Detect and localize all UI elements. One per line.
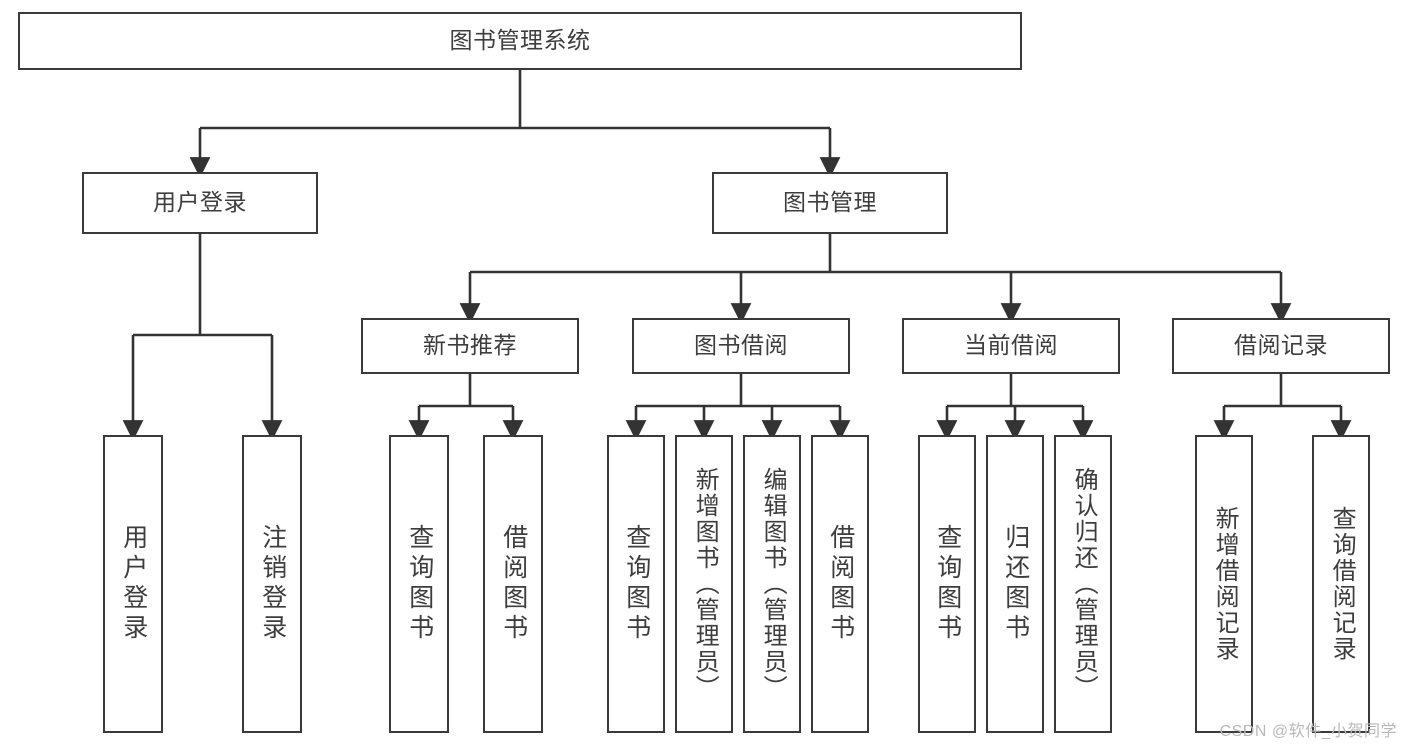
node-leaf-user-login[interactable]: 用户登录 bbox=[103, 435, 163, 733]
node-label: 新书推荐 bbox=[423, 332, 517, 359]
node-leaf-query-record[interactable]: 查询借阅记录 bbox=[1312, 435, 1370, 733]
node-label: 查询图书 bbox=[405, 524, 434, 644]
node-leaf-query-book-3[interactable]: 查询图书 bbox=[918, 435, 976, 733]
node-label: 图书管理 bbox=[783, 189, 877, 216]
node-label: 借阅图书 bbox=[826, 524, 855, 644]
node-label: 确认归还（管理员） bbox=[1070, 467, 1098, 701]
node-label: 图书管理系统 bbox=[449, 27, 591, 54]
node-label: 查询图书 bbox=[622, 524, 651, 644]
node-leaf-borrow-book-2[interactable]: 借阅图书 bbox=[811, 435, 869, 733]
node-leaf-confirm-return[interactable]: 确认归还（管理员） bbox=[1054, 435, 1112, 733]
node-label: 注销登录 bbox=[258, 524, 287, 644]
node-user-login[interactable]: 用户登录 bbox=[82, 172, 318, 234]
node-label: 新增图书（管理员） bbox=[691, 467, 719, 701]
node-leaf-return-book[interactable]: 归还图书 bbox=[986, 435, 1044, 733]
node-label: 用户登录 bbox=[119, 524, 148, 644]
node-leaf-add-record[interactable]: 新增借阅记录 bbox=[1195, 435, 1253, 733]
node-book-management[interactable]: 图书管理 bbox=[712, 172, 948, 234]
node-root[interactable]: 图书管理系统 bbox=[18, 12, 1022, 70]
node-label: 借阅记录 bbox=[1234, 332, 1328, 359]
node-leaf-query-book-2[interactable]: 查询图书 bbox=[607, 435, 665, 733]
node-label: 新增借阅记录 bbox=[1211, 506, 1239, 662]
node-leaf-user-logout[interactable]: 注销登录 bbox=[242, 435, 302, 733]
node-label: 借阅图书 bbox=[499, 524, 528, 644]
node-leaf-edit-book[interactable]: 编辑图书（管理员） bbox=[743, 435, 801, 733]
node-leaf-borrow-book-1[interactable]: 借阅图书 bbox=[483, 435, 543, 733]
node-label: 归还图书 bbox=[1001, 524, 1030, 644]
node-label: 查询借阅记录 bbox=[1328, 506, 1356, 662]
node-current-borrow[interactable]: 当前借阅 bbox=[902, 318, 1120, 374]
node-leaf-add-book[interactable]: 新增图书（管理员） bbox=[675, 435, 733, 733]
csdn-watermark: CSDN @软件_小贺同学 bbox=[1219, 723, 1397, 740]
node-borrow-records[interactable]: 借阅记录 bbox=[1172, 318, 1390, 374]
node-label: 编辑图书（管理员） bbox=[759, 467, 787, 701]
node-leaf-query-book-1[interactable]: 查询图书 bbox=[389, 435, 449, 733]
node-label: 用户登录 bbox=[153, 189, 247, 216]
node-label: 查询图书 bbox=[933, 524, 962, 644]
node-label: 图书借阅 bbox=[694, 332, 788, 359]
node-label: 当前借阅 bbox=[964, 332, 1058, 359]
node-book-borrow[interactable]: 图书借阅 bbox=[632, 318, 850, 374]
node-new-book-recommend[interactable]: 新书推荐 bbox=[361, 318, 579, 374]
